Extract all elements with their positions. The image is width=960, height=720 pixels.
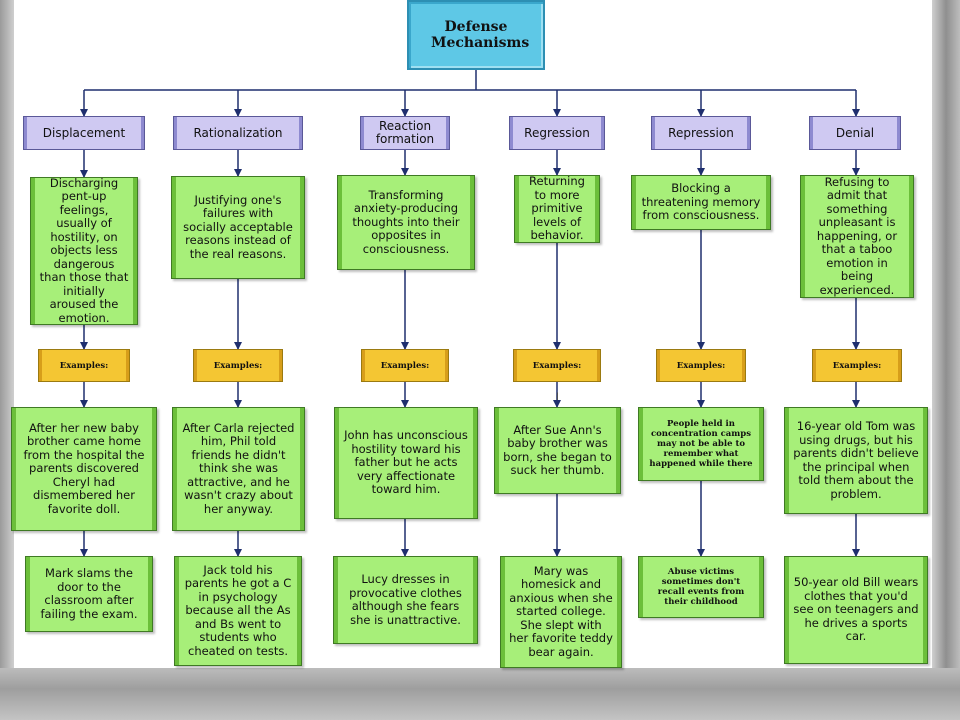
example-2-regression: Mary was homesick and anxious when she s… bbox=[500, 556, 622, 668]
header-regression: Regression bbox=[509, 116, 605, 150]
header-displacement: Displacement bbox=[23, 116, 145, 150]
examples-label-regression: Examples: bbox=[513, 349, 601, 382]
background-right-edge bbox=[932, 0, 960, 720]
example-2-rationalization: Jack told his parents he got a C in psyc… bbox=[174, 556, 302, 666]
diagram-title: Defense Mechanisms bbox=[407, 0, 545, 70]
examples-label-reaction-formation: Examples: bbox=[361, 349, 449, 382]
example-1-regression: After Sue Ann's baby brother was born, s… bbox=[494, 407, 621, 494]
header-rationalization: Rationalization bbox=[173, 116, 303, 150]
definition-reaction-formation: Transforming anxiety-producing thoughts … bbox=[337, 175, 475, 270]
examples-label-repression: Examples: bbox=[656, 349, 746, 382]
background-left-edge bbox=[0, 0, 14, 720]
example-1-displacement: After her new baby brother came home fro… bbox=[11, 407, 157, 531]
example-1-rationalization: After Carla rejected him, Phil told frie… bbox=[172, 407, 305, 531]
definition-denial: Refusing to admit that something unpleas… bbox=[800, 175, 914, 298]
stray-mark: l bbox=[556, 392, 559, 403]
example-2-denial: 50-year old Bill wears clothes that you'… bbox=[784, 556, 928, 664]
example-1-repression: People held in concentration camps may n… bbox=[638, 407, 764, 481]
header-reaction-formation: Reaction formation bbox=[360, 116, 450, 150]
example-1-reaction-formation: John has unconscious hostility toward hi… bbox=[334, 407, 478, 519]
definition-repression: Blocking a threatening memory from consc… bbox=[631, 175, 771, 230]
example-2-reaction-formation: Lucy dresses in provocative clothes alth… bbox=[333, 556, 478, 644]
example-2-displacement: Mark slams the door to the classroom aft… bbox=[25, 556, 153, 632]
definition-regression: Returning to more primitive levels of be… bbox=[514, 175, 600, 243]
examples-label-denial: Examples: bbox=[812, 349, 902, 382]
diagram-title-text: Defense Mechanisms bbox=[431, 19, 530, 51]
header-repression: Repression bbox=[651, 116, 751, 150]
example-2-repression: Abuse victims sometimes don't recall eve… bbox=[638, 556, 764, 618]
definition-rationalization: Justifying one's failures with socially … bbox=[171, 176, 305, 279]
example-1-denial: 16-year old Tom was using drugs, but his… bbox=[784, 407, 928, 514]
background-bottom-edge bbox=[0, 668, 960, 720]
header-denial: Denial bbox=[809, 116, 901, 150]
examples-label-displacement: Examples: bbox=[38, 349, 130, 382]
definition-displacement: Discharging pent-up feelings, usually of… bbox=[30, 176, 138, 325]
examples-label-rationalization: Examples: bbox=[193, 349, 283, 382]
